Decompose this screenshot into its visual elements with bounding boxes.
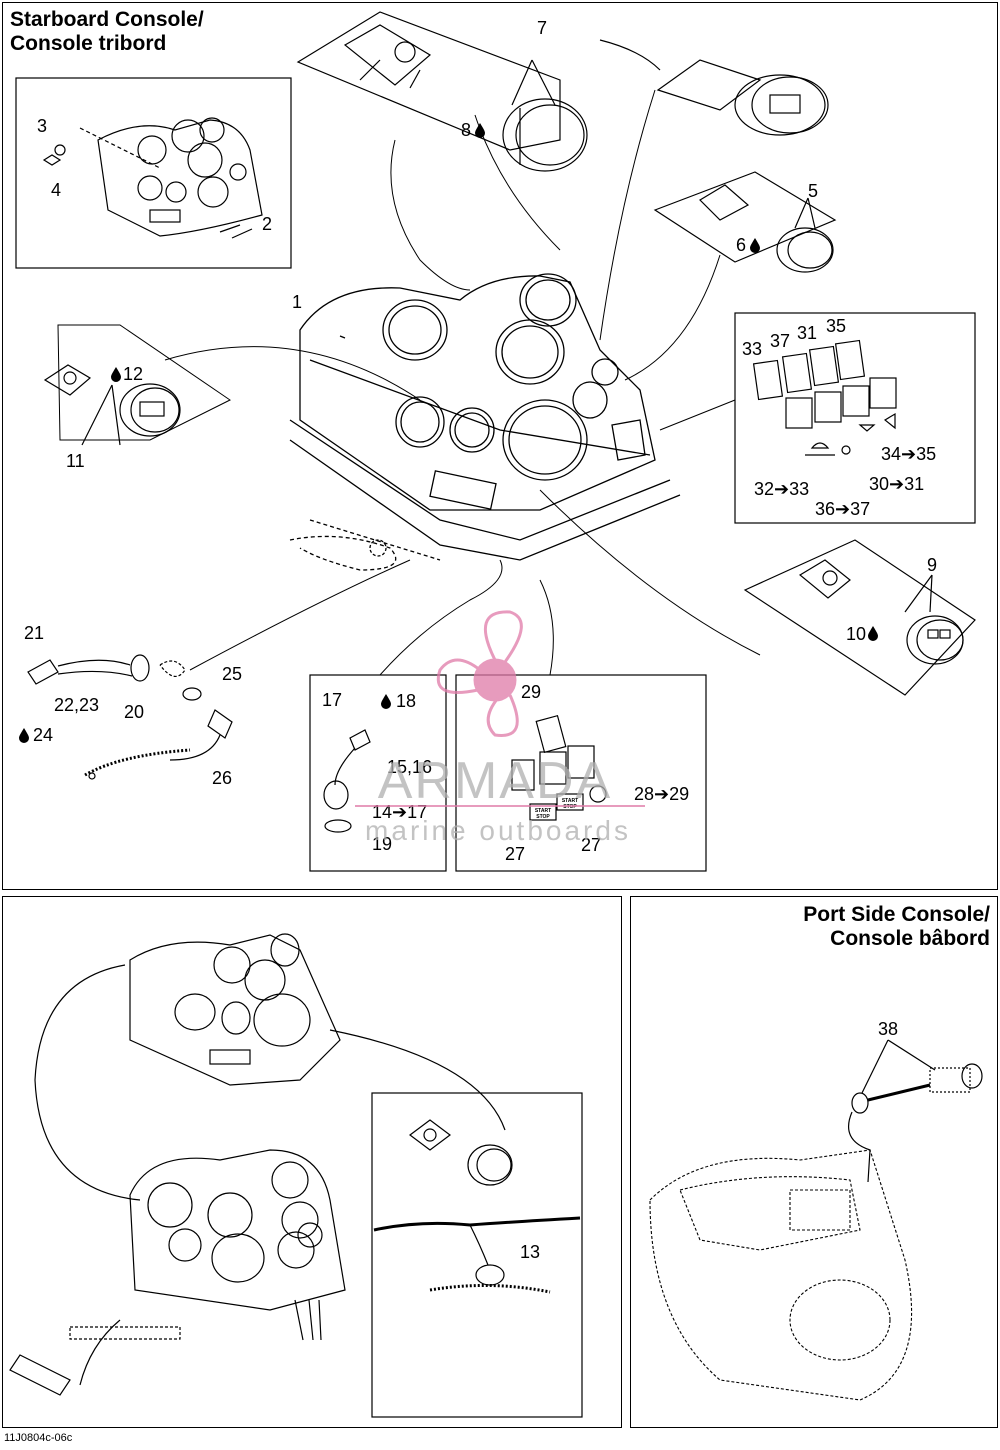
start-stop-drawing [511, 714, 607, 821]
switch-box [734, 312, 976, 524]
callout-26: 26 [212, 768, 232, 788]
callout-2: 2 [262, 214, 272, 234]
callout-5: 5 [808, 181, 818, 201]
box-start-stop [455, 674, 707, 872]
callout-12: 12 [123, 364, 143, 384]
callout-4: 4 [51, 180, 61, 200]
title-english: Port Side Console/ [803, 903, 990, 926]
watermark-tagline: marine outboards [365, 815, 631, 846]
start-label: START [562, 798, 578, 804]
digital-display-gauge [599, 39, 829, 136]
propeller-logo-icon [436, 610, 523, 737]
port-side-panel [630, 896, 998, 1428]
callout-35: 35 [826, 316, 846, 336]
title-french: Console tribord [10, 32, 167, 55]
sensor-drawing [373, 1119, 581, 1294]
switch-set-drawing [752, 339, 897, 456]
starboard-console-title: Starboard Console/ Console tribord [10, 8, 204, 56]
callout-38: 38 [878, 1019, 898, 1039]
console-assembly-drawing [9, 933, 506, 1396]
callout-11: 11 [66, 451, 85, 471]
callout-36-37: 36➔37 [815, 499, 870, 519]
callout-21: 21 [24, 623, 44, 643]
callout-32-33: 32➔33 [754, 479, 809, 499]
callout-1: 1 [292, 292, 302, 312]
callout-3: 3 [37, 116, 47, 136]
callout-37: 37 [770, 331, 790, 351]
stop-label: STOP [536, 814, 550, 820]
callout-27b: 27 [581, 835, 601, 855]
callout-33: 33 [742, 339, 762, 359]
title-french: Console bâbord [830, 927, 990, 950]
figure-code: 11J0804c-06c [4, 1432, 73, 1444]
callout-10: 10 [846, 624, 866, 644]
callout-17: 17 [322, 690, 342, 710]
start-label: START [535, 808, 551, 814]
box-gauge-sensor [371, 1092, 583, 1418]
inset-box-console [15, 77, 292, 269]
callout-19: 19 [372, 834, 392, 854]
callout-29: 29 [521, 682, 541, 702]
callout-7: 7 [537, 18, 547, 38]
callout-24: 24 [33, 725, 53, 745]
callout-6: 6 [736, 235, 746, 255]
starboard-panel [2, 2, 998, 890]
main-console-drawing [289, 273, 681, 571]
gauge-9 [743, 539, 976, 696]
callout-27a: 27 [505, 844, 525, 864]
callout-20: 20 [124, 702, 144, 722]
port-console-title: Port Side Console/ Console bâbord [803, 903, 990, 951]
lanyard-assembly [27, 654, 233, 780]
callout-8: 8 [461, 120, 471, 140]
small-gauge-group [653, 171, 837, 273]
callout-13: 13 [520, 1242, 540, 1262]
callout-18: 18 [396, 691, 416, 711]
armada-watermark: ARMADA marine outboards [355, 610, 645, 846]
callout-28-29: 28➔29 [634, 784, 689, 804]
port-console-drawing [649, 1149, 913, 1401]
callout-31: 31 [797, 323, 817, 343]
callout-9: 9 [927, 555, 937, 575]
display-gauge-11 [43, 324, 231, 446]
callout-34-35: 34➔35 [881, 444, 936, 464]
title-english: Starboard Console/ [10, 8, 204, 31]
key-switch-drawing [323, 729, 371, 833]
box-key-switch [309, 674, 447, 872]
callout-labels: 1 2 3 4 5 6 7 8 9 10 11 12 14➔17 15,16 1… [24, 18, 937, 864]
callout-22-23: 22,23 [54, 695, 99, 715]
small-console-drawing [42, 117, 263, 239]
watermark-brand: ARMADA [378, 752, 612, 810]
callout-25: 25 [222, 664, 242, 684]
wiring-lines [164, 89, 761, 676]
callout-30-31: 30➔31 [869, 474, 924, 494]
port-harness-drawing [848, 1039, 983, 1183]
tachometer-gauge-group [296, 11, 588, 172]
callout-15-16: 15,16 [387, 757, 432, 777]
